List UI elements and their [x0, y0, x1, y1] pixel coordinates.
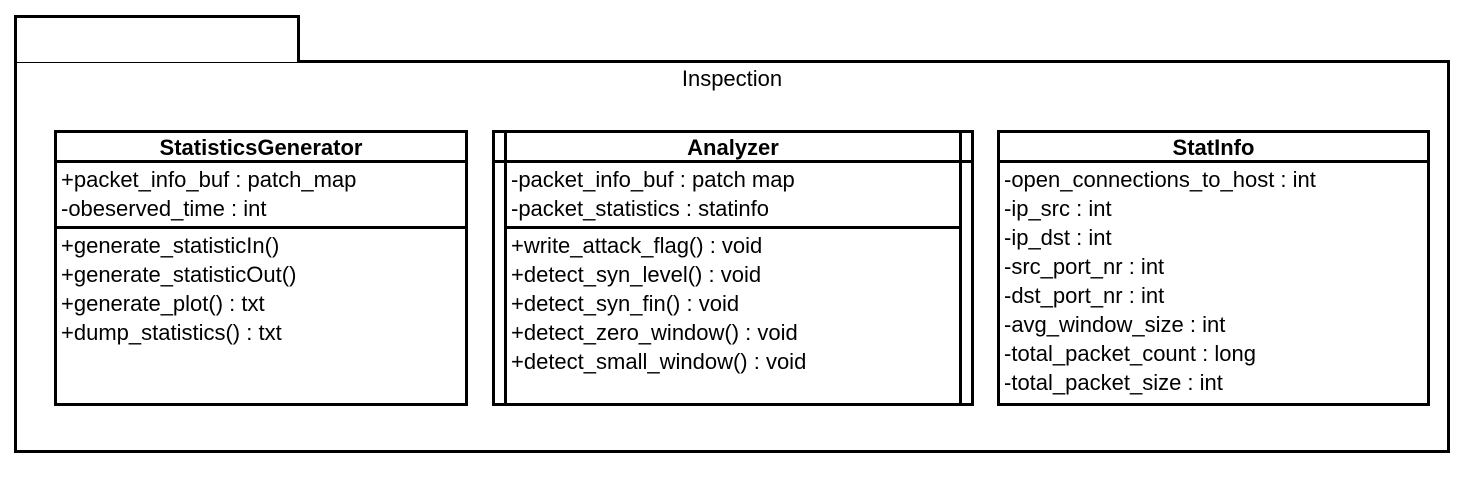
- class-box-statinfo[interactable]: StatInfo -open_connections_to_host : int…: [997, 130, 1430, 406]
- class-attribute: -dst_port_nr : int: [1004, 283, 1165, 308]
- class-operation: +write_attack_flag() : void: [511, 233, 763, 258]
- class-attribute: -total_packet_size : int: [1004, 370, 1223, 395]
- class-operation: +generate_plot() : txt: [61, 291, 265, 316]
- class-name-statisticsgenerator: StatisticsGenerator: [159, 135, 363, 160]
- class-operation: +detect_small_window() : void: [511, 349, 807, 374]
- package-tab-seam: [17, 59, 297, 62]
- class-operations-compartment: +generate_statisticIn() +generate_statis…: [57, 229, 465, 349]
- class-attribute: -open_connections_to_host : int: [1004, 167, 1316, 192]
- class-operation: +detect_syn_fin() : void: [511, 291, 740, 316]
- class-attribute: +packet_info_buf : patch_map: [61, 167, 357, 192]
- class-operation: +detect_zero_window() : void: [511, 320, 798, 345]
- class-operation: +generate_statisticOut(): [61, 262, 297, 287]
- class-attributes-compartment: +packet_info_buf : patch_map -obeserved_…: [57, 163, 465, 229]
- class-operations-compartment: +write_attack_flag() : void +detect_syn_…: [507, 229, 959, 378]
- package-tab: [14, 15, 300, 62]
- class-attributes-compartment: -packet_info_buf : patch map -packet_sta…: [507, 163, 959, 229]
- class-box-analyzer[interactable]: Analyzer -packet_info_buf : patch map -p…: [504, 130, 962, 406]
- package-name-label: Inspection: [681, 66, 783, 91]
- class-operation: +dump_statistics() : txt: [61, 320, 282, 345]
- class-operation: +generate_statisticIn(): [61, 233, 280, 258]
- class-attribute: -packet_statistics : statinfo: [511, 196, 769, 221]
- class-box-statisticsgenerator[interactable]: StatisticsGenerator +packet_info_buf : p…: [54, 130, 468, 406]
- class-name-statinfo: StatInfo: [1172, 135, 1255, 160]
- class-attribute: -src_port_nr : int: [1004, 254, 1165, 279]
- class-attribute: -ip_src : int: [1004, 196, 1112, 221]
- class-title-compartment: Analyzer: [507, 133, 959, 163]
- class-title-compartment: StatisticsGenerator: [57, 133, 465, 163]
- class-attribute: -ip_dst : int: [1004, 225, 1112, 250]
- class-operation: +detect_syn_level() : void: [511, 262, 762, 287]
- class-attributes-compartment: -open_connections_to_host : int -ip_src …: [1000, 163, 1427, 399]
- class-title-compartment: StatInfo: [1000, 133, 1427, 163]
- class-attribute: -obeserved_time : int: [61, 196, 267, 221]
- class-attribute: -packet_info_buf : patch map: [511, 167, 795, 192]
- class-attribute: -total_packet_count : long: [1004, 341, 1256, 366]
- class-attribute: -avg_window_size : int: [1004, 312, 1226, 337]
- class-name-analyzer: Analyzer: [687, 135, 779, 160]
